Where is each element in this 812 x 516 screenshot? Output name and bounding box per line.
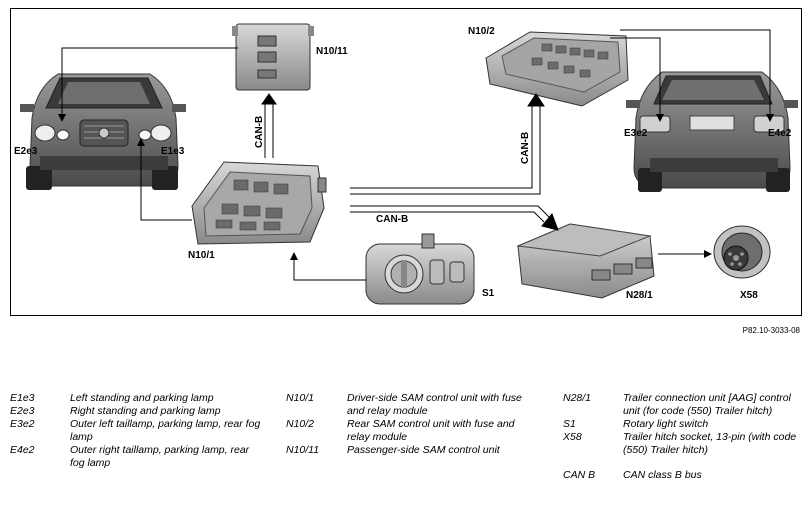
label-e4e2: E4e2 — [768, 128, 792, 139]
legend-description: Trailer hitch socket, 13-pin (with code … — [623, 431, 797, 456]
legend-code: N10/1 — [286, 392, 315, 404]
legend-entry: N10/11 Passenger-side SAM control unit — [286, 444, 532, 457]
label-n10-11: N10/11 — [316, 46, 348, 57]
legend-description: Right standing and parking lamp — [70, 405, 221, 417]
legend-description: Trailer connection unit [AAG] control un… — [623, 392, 791, 417]
legend-description: Outer right taillamp, parking lamp, rear… — [70, 444, 250, 469]
label-e2e3: E2e3 — [14, 146, 38, 157]
legend-code: N28/1 — [563, 392, 592, 404]
legend-code: X58 — [563, 431, 582, 443]
legend-description: Outer left taillamp, parking lamp, rear … — [70, 418, 261, 443]
legend-entry: E4e2 Outer right taillamp, parking lamp, … — [10, 444, 265, 470]
legend-description: Left standing and parking lamp — [70, 392, 214, 404]
label-s1: S1 — [482, 288, 495, 299]
legend-entry: N10/2 Rear SAM control unit with fuse and… — [286, 418, 532, 444]
legend-description: Rotary light switch — [623, 418, 709, 430]
legend-code: N10/2 — [286, 418, 315, 430]
front-car-image — [20, 73, 186, 190]
label-n10-1: N10/1 — [188, 250, 215, 261]
legend-code: E4e2 — [10, 444, 35, 456]
label-n28-1: N28/1 — [626, 290, 653, 301]
rear-car-image — [626, 71, 798, 192]
can-b-label-vertical-left: CAN-B — [254, 116, 265, 148]
n10-2-rear-sam-image — [485, 31, 629, 107]
legend-code: E3e2 — [10, 418, 35, 430]
legend-entry: CAN B CAN class B bus — [563, 469, 808, 482]
legend-description: Rear SAM control unit with fuse and rela… — [347, 418, 515, 443]
label-e3e2: E3e2 — [624, 128, 648, 139]
legend-entry: N10/1 Driver-side SAM control unit with f… — [286, 392, 532, 418]
can-b-label-horizontal: CAN-B — [376, 214, 408, 225]
legend-column-trailer-switch: N28/1 Trailer connection unit [AAG] contr… — [563, 392, 808, 482]
legend-code: E1e3 — [10, 392, 35, 404]
legend-description: CAN class B bus — [623, 469, 702, 481]
n28-1-trailer-unit-image — [516, 223, 655, 299]
label-x58: X58 — [740, 290, 758, 301]
legend-column-sam-units: N10/1 Driver-side SAM control unit with f… — [286, 392, 532, 457]
figure-reference: P82.10-3033-08 — [742, 326, 800, 335]
legend-code: S1 — [563, 418, 576, 430]
legend-entry: E1e3 Left standing and parking lamp — [10, 392, 265, 405]
legend-description: Driver-side SAM control unit with fuse a… — [347, 392, 522, 417]
label-n10-2: N10/2 — [468, 26, 495, 37]
legend-entry: S1 Rotary light switch — [563, 418, 808, 431]
legend-code: CAN B — [563, 469, 596, 481]
label-e1e3: E1e3 — [161, 146, 185, 157]
connection-lines — [58, 29, 774, 281]
legend-code: N10/11 — [286, 444, 320, 456]
legend-entry: E2e3 Right standing and parking lamp — [10, 405, 265, 418]
n10-11-passenger-sam-image — [232, 23, 314, 91]
legend-code: E2e3 — [10, 405, 35, 417]
can-b-wiring-diagram: N10/11 N10/2 N10/1 N28/1 S1 X58 E2e3 E1e… — [10, 8, 802, 316]
s1-rotary-light-switch-image — [365, 233, 475, 305]
legend-entry: N28/1 Trailer connection unit [AAG] contr… — [563, 392, 808, 418]
legend-entry: E3e2 Outer left taillamp, parking lamp, r… — [10, 418, 265, 444]
x58-trailer-socket-image — [713, 225, 771, 279]
legend-description: Passenger-side SAM control unit — [347, 444, 500, 456]
legend-entry: X58 Trailer hitch socket, 13-pin (with co… — [563, 431, 808, 457]
can-b-label-vertical-right: CAN-B — [520, 132, 531, 164]
n10-1-driver-sam-image — [191, 161, 327, 245]
